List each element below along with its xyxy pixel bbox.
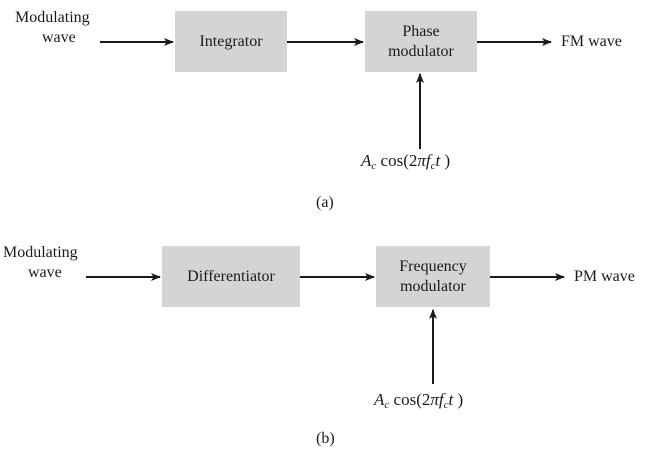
a-carrier-freq: f bbox=[425, 151, 431, 170]
a-phase-modulator-block: Phase modulator bbox=[365, 11, 477, 72]
b-output-label: PM wave bbox=[574, 268, 635, 285]
b-frequency-modulator-line2: modulator bbox=[400, 277, 466, 295]
b-caption: (b) bbox=[316, 430, 335, 447]
b-input-label-line1: Modulating bbox=[3, 244, 78, 261]
b-frequency-modulator-line1: Frequency bbox=[399, 257, 467, 275]
a-carrier-amp: A bbox=[361, 151, 372, 170]
b-carrier-close: ) bbox=[453, 390, 464, 409]
a-carrier-pi: π bbox=[417, 151, 426, 170]
a-integrator-block: Integrator bbox=[175, 11, 287, 72]
b-carrier-freq-sub: c bbox=[443, 399, 449, 411]
a-carrier-freq-sub: c bbox=[430, 160, 436, 172]
a-carrier-amp-sub: c bbox=[371, 160, 377, 172]
b-input-label: Modulating wave bbox=[3, 243, 103, 283]
b-carrier-expression: Ac cos(2πfct ) bbox=[374, 389, 463, 411]
b-carrier-time: t bbox=[448, 390, 454, 409]
a-carrier-close: ) bbox=[440, 151, 451, 170]
b-input-label-line2: wave bbox=[28, 264, 62, 281]
b-carrier-freq: f bbox=[438, 390, 444, 409]
a-carrier-time: t bbox=[435, 151, 441, 170]
b-carrier-amp-sub: c bbox=[384, 399, 390, 411]
b-carrier-func: cos(2 bbox=[393, 390, 431, 409]
a-caption: (a) bbox=[316, 194, 334, 211]
b-differentiator-block: Differentiator bbox=[162, 246, 300, 307]
a-phase-modulator-line2: modulator bbox=[388, 42, 454, 60]
a-input-label-line2: wave bbox=[42, 29, 76, 46]
b-differentiator-label: Differentiator bbox=[187, 267, 275, 285]
a-carrier-func: cos(2 bbox=[380, 151, 418, 170]
a-integrator-label: Integrator bbox=[199, 32, 263, 50]
a-input-label: Modulating wave bbox=[15, 8, 115, 48]
b-carrier-pi: π bbox=[430, 390, 439, 409]
b-frequency-modulator-block: Frequency modulator bbox=[376, 246, 490, 307]
b-carrier-amp: A bbox=[374, 390, 385, 409]
a-input-label-line1: Modulating bbox=[15, 9, 90, 26]
a-phase-modulator-line1: Phase bbox=[402, 22, 440, 40]
a-output-label: FM wave bbox=[561, 33, 622, 50]
a-carrier-expression: Ac cos(2πfct ) bbox=[361, 150, 450, 172]
